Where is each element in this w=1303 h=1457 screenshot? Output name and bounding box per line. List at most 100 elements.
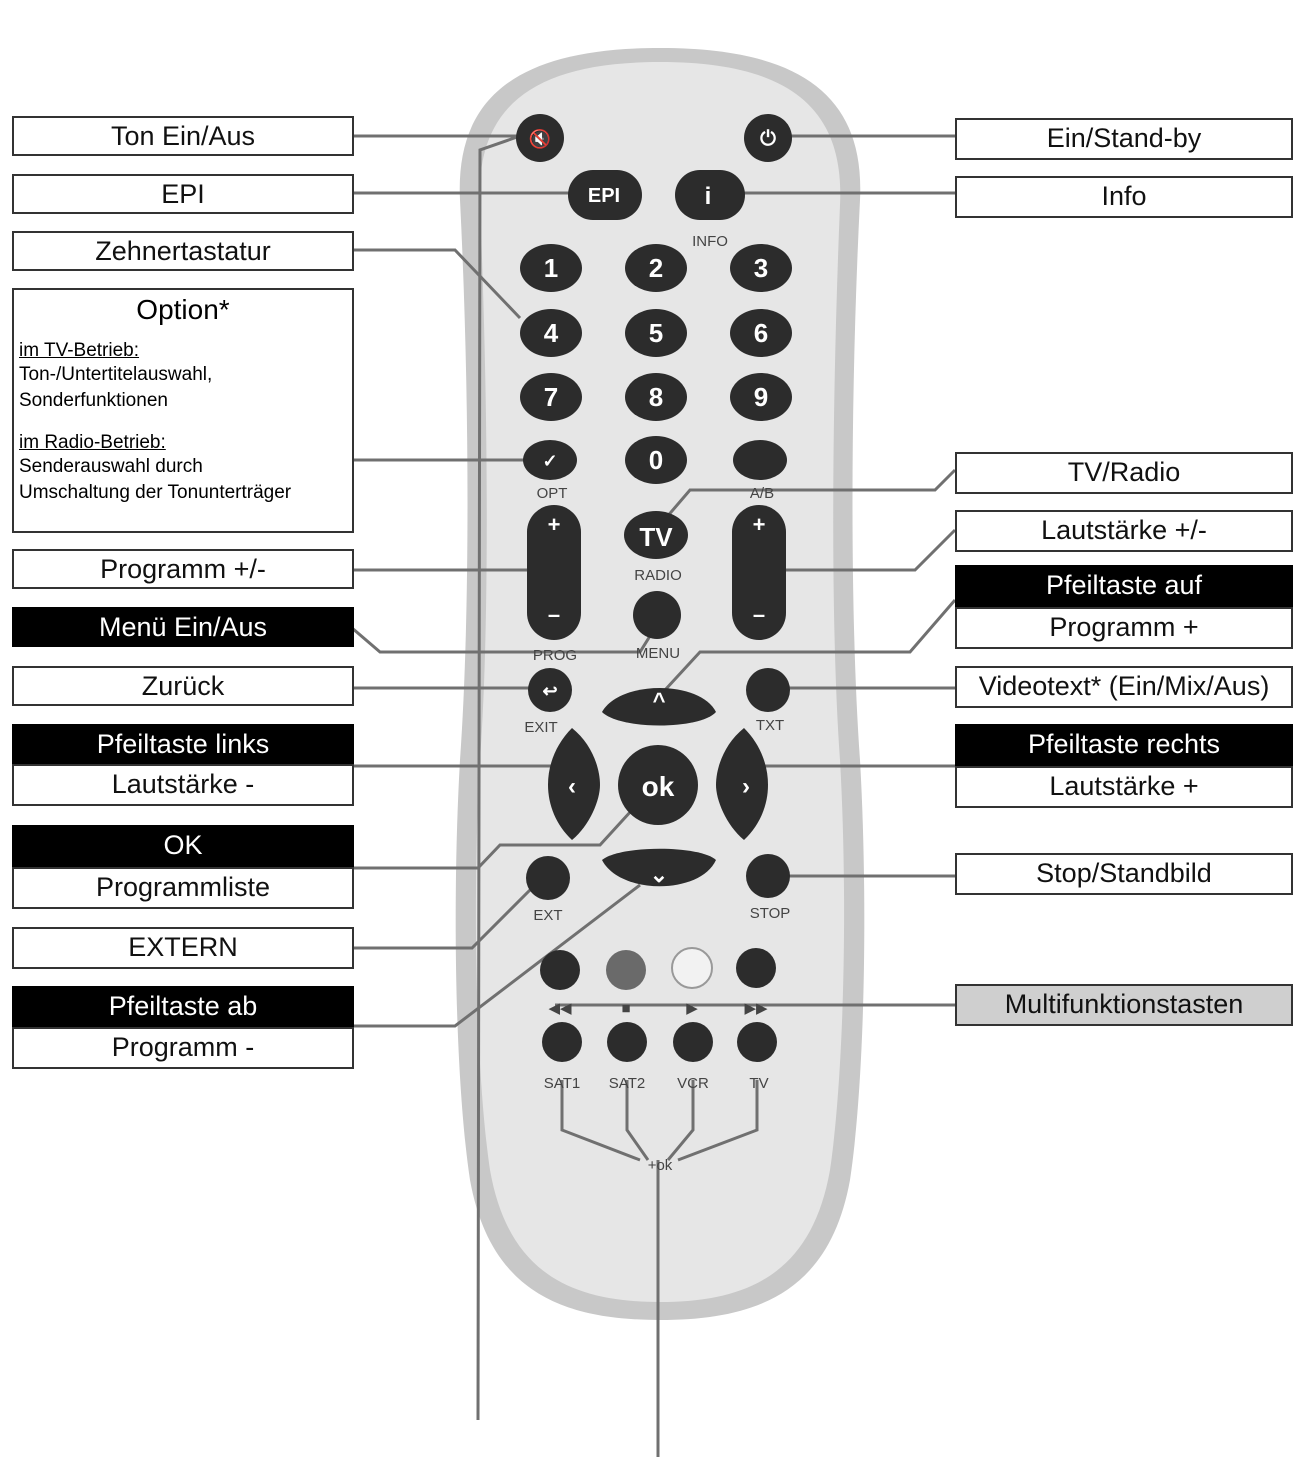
mute-button[interactable] <box>516 114 564 162</box>
vcr-caption: VCR <box>677 1075 709 1092</box>
bracket-sat1 <box>560 1080 641 1162</box>
tv-source-button[interactable] <box>737 1022 777 1062</box>
label-pfeil-auf: Pfeiltaste auf <box>955 565 1293 607</box>
line-ok <box>352 808 634 870</box>
epi-button[interactable] <box>568 170 642 220</box>
option-title: Option* <box>136 294 230 325</box>
volume-minus-label: – <box>753 602 765 627</box>
ok-button-label: ok <box>642 771 675 802</box>
digit-9-button[interactable] <box>730 373 792 421</box>
mute-icon: 🔇 <box>529 128 551 149</box>
option-tv-line1: Ton-/Untertitelauswahl, <box>19 364 213 385</box>
line-lautstaerke <box>760 528 957 572</box>
arrow-right-button[interactable] <box>716 728 768 840</box>
info-button[interactable] <box>675 170 745 220</box>
radio-caption: RADIO <box>634 567 682 584</box>
digit-6-button[interactable] <box>730 309 792 357</box>
label-pfeil-links: Pfeiltaste links <box>12 724 354 764</box>
opt-caption: OPT <box>537 485 568 502</box>
label-menu: Menü Ein/Aus <box>12 607 354 647</box>
epi-button-label: EPI <box>588 185 620 207</box>
menu-caption: MENU <box>636 645 680 662</box>
bracket-sat2 <box>625 1080 650 1161</box>
digit-2-label: 2 <box>649 253 663 283</box>
line-extern <box>352 888 532 950</box>
label-tv-radio: TV/Radio <box>955 452 1293 494</box>
rewind-icon: ◀◀ <box>548 1000 572 1017</box>
info-button-label: i <box>705 183 712 210</box>
digit-8-button[interactable] <box>625 373 687 421</box>
remote-body <box>475 62 845 1302</box>
exit-button[interactable] <box>528 668 572 712</box>
sat1-button[interactable] <box>542 1022 582 1062</box>
chevron-down-icon: ⌄ <box>650 862 668 887</box>
multi-button-1[interactable] <box>540 950 580 990</box>
label-programm-plus: Programm + <box>955 607 1293 649</box>
tv-caption: TV <box>749 1075 768 1092</box>
label-extern: EXTERN <box>12 927 354 969</box>
label-pfeil-ab: Pfeiltaste ab <box>12 986 354 1028</box>
digit-3-button[interactable] <box>730 244 792 292</box>
multi-button-2[interactable] <box>606 950 646 990</box>
option-radio-line2: Umschaltung der Tonunterträger <box>19 482 292 503</box>
arrow-down-button[interactable] <box>602 848 716 887</box>
digit-4-button[interactable] <box>520 309 582 357</box>
play-icon: ▶ <box>686 1000 698 1017</box>
chevron-left-icon: ‹ <box>568 773 576 800</box>
vcr-button[interactable] <box>673 1022 713 1062</box>
digit-2-button[interactable] <box>625 244 687 292</box>
digit-1-button[interactable] <box>520 244 582 292</box>
arrow-up-button[interactable] <box>602 688 716 726</box>
tv-radio-button[interactable] <box>624 511 688 559</box>
digit-7-button[interactable] <box>520 373 582 421</box>
label-pfeil-rechts: Pfeiltaste rechts <box>955 724 1293 766</box>
check-icon: ✓ <box>542 451 557 471</box>
txt-button[interactable] <box>746 668 790 712</box>
ok-button[interactable] <box>618 745 698 825</box>
digit-0-button[interactable] <box>625 436 687 484</box>
label-lautstaerke-minus: Lautstärke - <box>12 764 354 806</box>
program-rocker[interactable] <box>527 505 581 640</box>
power-button[interactable] <box>744 114 792 162</box>
digit-1-label: 1 <box>544 253 558 283</box>
chevron-right-icon: › <box>742 773 750 800</box>
opt-button[interactable] <box>523 440 577 480</box>
volume-rocker[interactable] <box>732 505 786 640</box>
label-multi: Multifunktionstasten <box>955 984 1293 1026</box>
ab-button[interactable] <box>733 440 787 480</box>
prog-caption: PROG <box>533 647 577 664</box>
back-icon: ↩ <box>542 681 557 701</box>
menu-button[interactable] <box>633 591 681 639</box>
label-zurueck: Zurück <box>12 666 354 706</box>
sat2-button[interactable] <box>607 1022 647 1062</box>
sat2-caption: SAT2 <box>609 1075 645 1092</box>
multi-button-4[interactable] <box>736 948 776 988</box>
digit-4-label: 4 <box>544 318 559 348</box>
line-ton-down <box>476 134 521 1421</box>
ext-button[interactable] <box>526 856 570 900</box>
line-pfeil-ab <box>352 883 641 1028</box>
option-radio-line1: Senderauswahl durch <box>19 456 203 477</box>
ab-caption: A/B <box>750 485 774 502</box>
digit-5-button[interactable] <box>625 309 687 357</box>
digit-8-label: 8 <box>649 382 663 412</box>
bracket-vcr <box>666 1080 695 1161</box>
digit-6-label: 6 <box>754 318 768 348</box>
program-plus-label: + <box>548 512 561 537</box>
label-info: Info <box>955 176 1293 218</box>
stop-caption: STOP <box>750 905 791 922</box>
label-programmliste: Programmliste <box>12 867 354 909</box>
stop-button[interactable] <box>746 854 790 898</box>
digit-5-label: 5 <box>649 318 663 348</box>
multi-button-3[interactable] <box>671 947 713 989</box>
label-ok: OK <box>12 825 354 867</box>
digit-3-label: 3 <box>754 253 768 283</box>
digit-9-label: 9 <box>754 382 768 412</box>
arrow-left-button[interactable] <box>548 728 600 840</box>
label-epi: EPI <box>12 174 354 214</box>
line-menu <box>351 626 657 654</box>
line-pfeil-auf <box>663 599 957 692</box>
label-ton: Ton Ein/Aus <box>12 116 354 156</box>
